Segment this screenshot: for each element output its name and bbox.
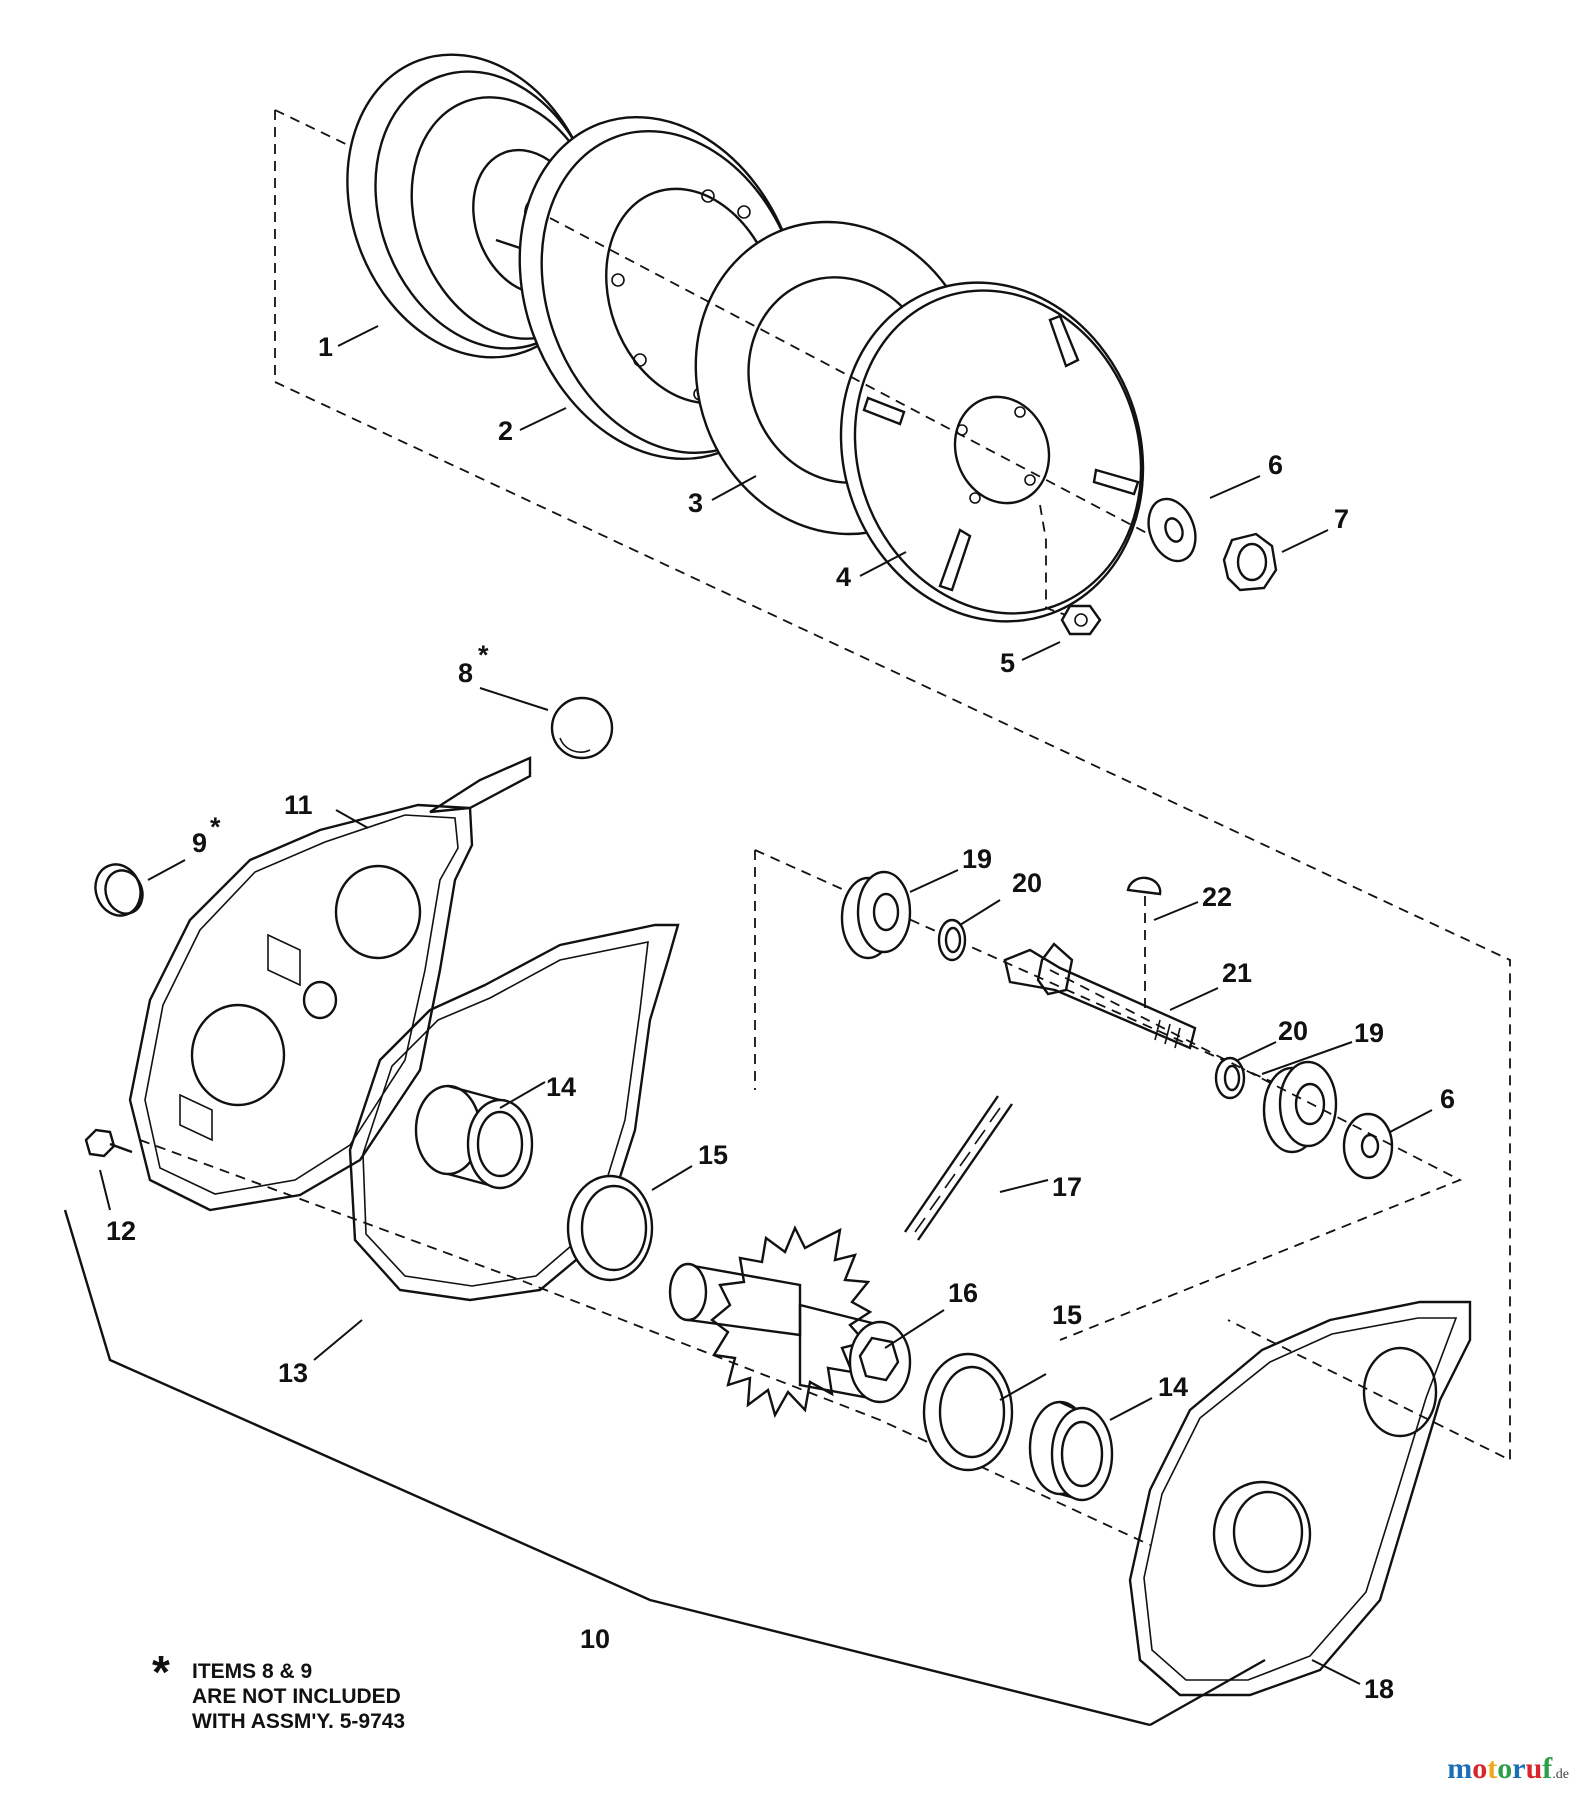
- part-9-cap: [94, 863, 144, 917]
- part-17-chain: [904, 1095, 1013, 1241]
- part-15-seal-right: [922, 1352, 1014, 1472]
- housing-left-axis: [139, 1139, 1151, 1546]
- label-10: 10: [580, 1624, 610, 1654]
- label-14-right: 14: [1158, 1372, 1188, 1402]
- part-16-sprocket: [668, 1225, 912, 1419]
- label-13: 13: [278, 1358, 308, 1388]
- leader-lines: [99, 325, 1433, 1685]
- part-8-ball-knob: [550, 696, 614, 760]
- part-6-washer-upper: [1147, 497, 1197, 563]
- label-5: 5: [1000, 648, 1015, 678]
- part-20-ring-lower: [1214, 1056, 1246, 1100]
- part-14-bearing-left: [414, 1084, 534, 1190]
- part-20-ring-upper: [937, 918, 967, 962]
- nut-5-guide-line: [1039, 504, 1081, 621]
- label-8: 8: [458, 658, 473, 688]
- part-15-seal-left: [566, 1174, 654, 1282]
- watermark-letter: f: [1542, 1752, 1553, 1785]
- watermark-letter: o: [1472, 1752, 1488, 1785]
- label-8-asterisk: *: [478, 640, 489, 670]
- watermark-letter: o: [1497, 1752, 1513, 1785]
- lower-axis-line: [1049, 969, 1463, 1341]
- label-20-lower: 20: [1278, 1016, 1308, 1046]
- part-19-bearing-lower: [1262, 1060, 1338, 1154]
- footnote-line-2: ARE NOT INCLUDED: [192, 1685, 401, 1708]
- label-4: 4: [836, 562, 851, 592]
- watermark-letter: t: [1487, 1752, 1498, 1785]
- label-3: 3: [688, 488, 703, 518]
- label-6-lower: 6: [1440, 1084, 1455, 1114]
- part-11-housing-half: [128, 756, 532, 1212]
- part-12-bolt: [84, 1128, 133, 1158]
- part-19-bearing-upper: [840, 870, 912, 960]
- label-14-left: 14: [546, 1072, 576, 1102]
- motoruf-watermark-logo: motoruf.de: [1447, 1752, 1569, 1786]
- watermark-letters: motoruf: [1447, 1752, 1552, 1785]
- watermark-letter: m: [1447, 1752, 1473, 1785]
- watermark-letter: u: [1525, 1752, 1543, 1785]
- part-21-shaft: [1003, 942, 1197, 1050]
- part-5-nut: [1060, 604, 1102, 636]
- label-15-right: 15: [1052, 1300, 1082, 1330]
- label-19-upper: 19: [962, 844, 992, 874]
- part-labels: 1 2 3 4 5 6 7 8 * 9 * 10 11 12 13 14 14 …: [106, 332, 1455, 1704]
- label-11: 11: [284, 790, 313, 820]
- footnote-asterisk: *: [152, 1646, 170, 1698]
- label-21: 21: [1222, 958, 1252, 988]
- upper-axis-line: [549, 217, 1161, 541]
- part-22-key: [1126, 876, 1162, 1010]
- label-15-left: 15: [698, 1140, 728, 1170]
- part-7-lock-nut: [1222, 532, 1278, 592]
- label-9: 9: [192, 828, 207, 858]
- label-6-upper: 6: [1268, 450, 1283, 480]
- footnote-line-3: WITH ASSM'Y. 5-9743: [192, 1710, 405, 1733]
- label-1: 1: [318, 332, 333, 362]
- part-18-housing-right: [1128, 1300, 1472, 1697]
- label-2: 2: [498, 416, 513, 446]
- footnote-line-1: ITEMS 8 & 9: [192, 1660, 312, 1683]
- label-22: 22: [1202, 882, 1232, 912]
- part-10-assembly-bracket: [63, 1209, 1266, 1727]
- label-9-asterisk: *: [210, 812, 221, 842]
- label-7: 7: [1334, 504, 1349, 534]
- label-16: 16: [948, 1278, 978, 1308]
- upper-assembly-bracket: [274, 109, 1511, 1462]
- watermark-tld: .de: [1552, 1767, 1569, 1782]
- label-20-upper: 20: [1012, 868, 1042, 898]
- label-12: 12: [106, 1216, 136, 1246]
- watermark-letter: r: [1512, 1752, 1526, 1785]
- part-14-bearing-right: [1028, 1400, 1114, 1502]
- label-19-lower: 19: [1354, 1018, 1384, 1048]
- label-18: 18: [1364, 1674, 1394, 1704]
- label-17: 17: [1052, 1172, 1082, 1202]
- part-6-washer-lower: [1342, 1112, 1394, 1180]
- footnote: * ITEMS 8 & 9 ARE NOT INCLUDED WITH ASSM…: [152, 1646, 405, 1733]
- part-13-gasket: [348, 923, 680, 1302]
- inner-assembly-bracket: [754, 849, 1291, 1091]
